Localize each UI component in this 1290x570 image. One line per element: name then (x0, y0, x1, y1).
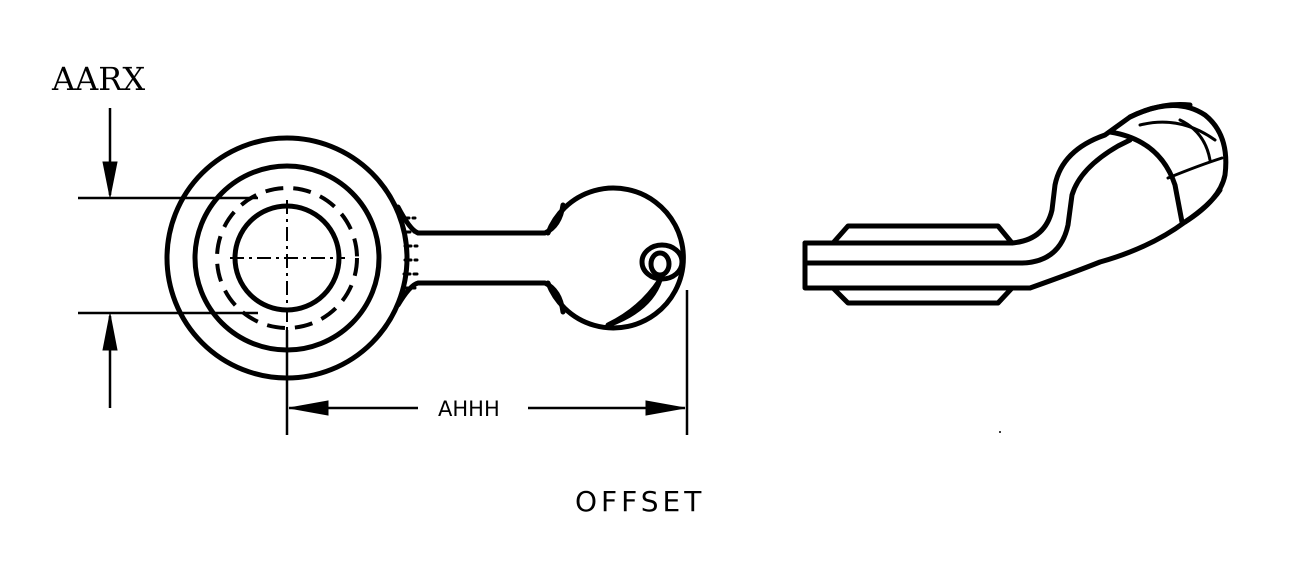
arrowhead-right (645, 400, 686, 416)
flat-end-body (802, 240, 1033, 291)
bend-lower-edge (1027, 187, 1223, 291)
arrowhead-up (102, 313, 118, 351)
thickness-dimension: AARX (51, 60, 258, 408)
arrowhead-left (288, 400, 329, 416)
eye-hidden-ring (215, 186, 359, 330)
neck-fillet-shading (401, 216, 419, 290)
side-ball-stripe-2 (1166, 156, 1224, 180)
stray-mark (999, 431, 1001, 433)
length-dimension: AHHH (285, 290, 689, 435)
length-label: AHHH (438, 397, 500, 421)
bend-upper-edge (1009, 102, 1193, 246)
collar (830, 223, 1015, 306)
side-view (802, 102, 1229, 306)
side-ball-stripe-3 (1178, 118, 1212, 162)
thickness-label: AARX (51, 60, 145, 98)
side-ball-stripe-1 (1138, 120, 1217, 142)
side-ball-end (1127, 103, 1229, 225)
caption: OFFSET (575, 485, 705, 518)
ball-highlight (605, 277, 663, 328)
ball-hole-inner (648, 250, 672, 278)
side-ball-band (1107, 129, 1185, 225)
arrowhead-down (102, 161, 118, 198)
bend-inner-edge (1019, 137, 1133, 266)
ball-end (545, 185, 686, 331)
neck (395, 202, 566, 315)
top-view (164, 135, 686, 381)
